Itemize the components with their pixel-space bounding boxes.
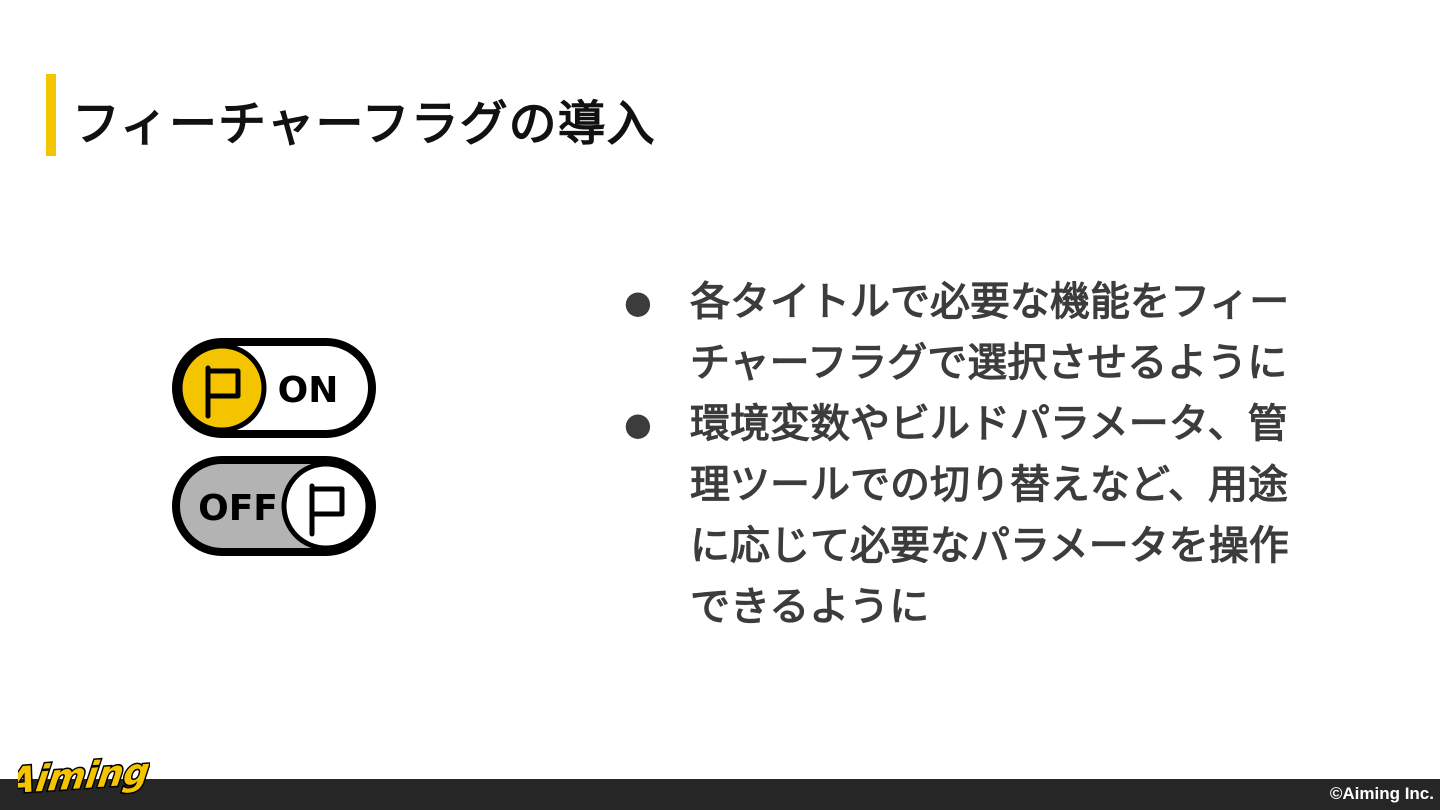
slide-title: フィーチャーフラグの導入 bbox=[72, 96, 656, 152]
bullet-text-line: に応じて必要なパラメータを操作 bbox=[690, 523, 1289, 569]
toggle-off-label: OFF bbox=[198, 488, 278, 529]
bullet-text-line: 理ツールでの切り替えなど、用途 bbox=[690, 462, 1288, 508]
footer-bar: ©Aiming Inc. bbox=[0, 779, 1440, 810]
bullet-list: ● 各タイトルで必要な機能をフィー チャーフラグで選択させるように ● 環境変数… bbox=[624, 272, 1364, 638]
bullet-text-line: 環境変数やビルドパラメータ、管 bbox=[690, 401, 1288, 447]
bullet-item: ● 環境変数やビルドパラメータ、管 理ツールでの切り替えなど、用途 に応じて必要… bbox=[624, 394, 1364, 638]
toggle-illustration: ON OFF bbox=[172, 338, 376, 558]
bullet-text-line: チャーフラグで選択させるように bbox=[690, 340, 1288, 386]
bullet-marker: ● bbox=[624, 405, 652, 443]
copyright-text: ©Aiming Inc. bbox=[1329, 784, 1434, 803]
toggle-on-label: ON bbox=[278, 370, 339, 411]
bullet-marker: ● bbox=[624, 283, 652, 321]
aiming-logo: Aiming bbox=[18, 752, 150, 800]
bullet-item: ● 各タイトルで必要な機能をフィー チャーフラグで選択させるように bbox=[624, 272, 1364, 394]
toggle-on: ON bbox=[172, 338, 376, 438]
toggle-off: OFF bbox=[172, 456, 376, 556]
logo-wordmark: Aiming bbox=[18, 752, 150, 800]
flag-icon bbox=[309, 483, 345, 537]
bullet-text-line: できるように bbox=[690, 584, 930, 630]
title-accent-bar bbox=[46, 74, 56, 156]
bullet-text-line: 各タイトルで必要な機能をフィー bbox=[690, 279, 1290, 325]
flag-icon bbox=[205, 365, 241, 419]
